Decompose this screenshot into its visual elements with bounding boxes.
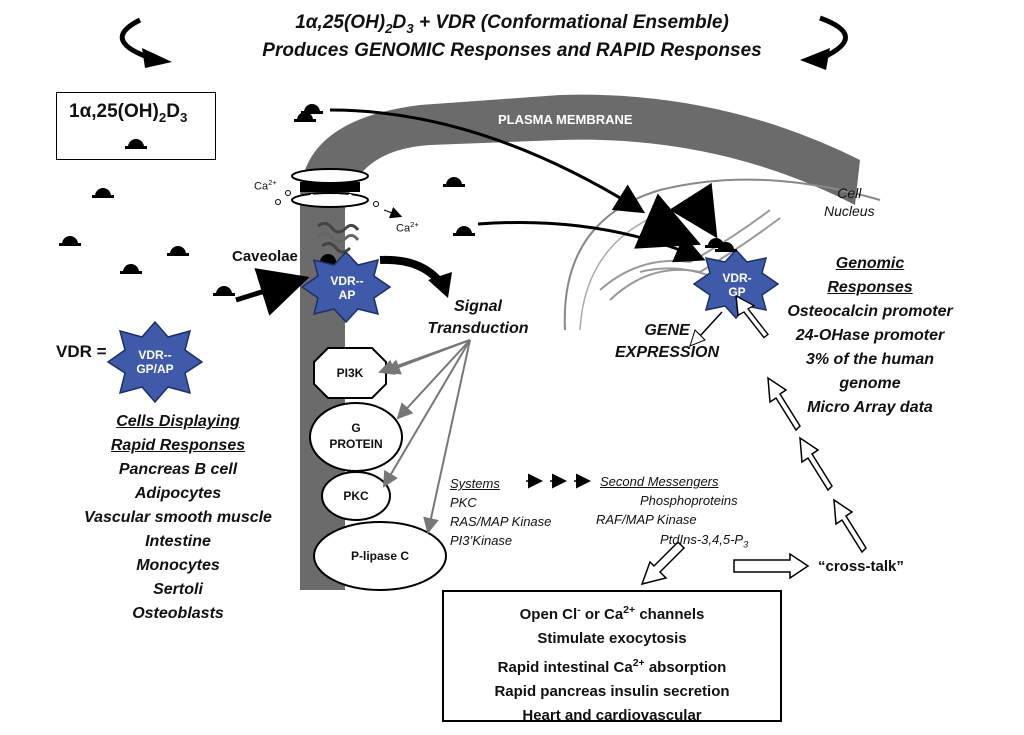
right-rotate-arrow xyxy=(819,15,848,61)
ca-top-label: Ca2+ xyxy=(254,178,277,193)
caveolae-label: Caveolae xyxy=(232,248,298,265)
pkc-ellipse xyxy=(321,471,391,521)
ligand-icon xyxy=(213,286,235,296)
title-line2: Produces GENOMIC Responses and RAPID Res… xyxy=(262,40,762,61)
cross-talk-right-arrow xyxy=(733,552,810,580)
ligand-legend-icon xyxy=(125,139,147,149)
ligand-icon xyxy=(167,246,189,256)
p-lipase-c-ellipse xyxy=(313,521,447,591)
ligand-icon xyxy=(453,226,475,236)
ligand-legend-box: 1α,25(OH)2D3 xyxy=(56,92,216,160)
list-item: Osteoblasts xyxy=(132,605,224,622)
vdr-gp-star xyxy=(692,248,780,320)
title-line1: 1α,25(OH)2D3 + VDR (Conformational Ensem… xyxy=(295,12,729,36)
signal-arrows xyxy=(378,339,471,534)
plasma-membrane-label: PLASMA MEMBRANE xyxy=(498,112,633,127)
plasma-membrane xyxy=(300,94,860,591)
list-item: Osteocalcin promoter xyxy=(787,303,953,320)
ca-right-label: Ca2+ xyxy=(396,220,419,235)
ligand-icon xyxy=(443,177,465,187)
list-item: Adipocytes xyxy=(134,485,222,502)
second-messenger-item: RAF/MAP Kinase xyxy=(596,512,697,527)
p-lipase-c-label: P-lipase C xyxy=(350,549,410,563)
list-item: genome xyxy=(839,375,901,392)
vdr-gpap-label: VDR--GP/AP xyxy=(136,348,174,376)
pkc-label: PKC xyxy=(343,489,369,503)
caveolae-structure xyxy=(317,221,360,254)
list-item: Monocytes xyxy=(136,557,220,574)
ligand-legend-label: 1α,25(OH)2D3 xyxy=(69,101,188,125)
left-rotate-arrow xyxy=(119,17,151,61)
to-responses-arrow xyxy=(640,540,686,586)
ligand-icon xyxy=(120,264,142,274)
ligand-icon xyxy=(59,236,81,246)
vdr-equals-label: VDR = xyxy=(56,342,107,361)
list-item: Pancreas B cell xyxy=(118,461,238,478)
pi3k-octagon xyxy=(313,347,387,399)
second-messenger-item: PtdIns-3,4,5-P3 xyxy=(660,532,749,550)
list-item: 24-OHase promoter xyxy=(795,327,945,344)
rapid-responses-text: Open Cl- or Ca2+ channels Stimulate exoc… xyxy=(494,604,730,724)
rapid-response-cells-list: Cells Displaying Rapid Responses Pancrea… xyxy=(68,410,288,626)
list-item: Vascular smooth muscle xyxy=(84,509,272,526)
vdr-gp-label: VDR-GP xyxy=(722,271,752,299)
calcium-channel xyxy=(291,168,369,208)
pi3k-label: PI3K xyxy=(336,366,364,380)
rapid-responses-box: Open Cl- or Ca2+ channels Stimulate exoc… xyxy=(442,590,782,724)
ligand-icon xyxy=(92,188,114,198)
systems-list: Systems PKC RAS/MAP Kinase PI3’Kinase xyxy=(450,476,552,548)
second-messenger-item: Phosphoproteins xyxy=(640,493,738,508)
list-item: 3% of the human xyxy=(805,351,934,368)
list-item: Intestine xyxy=(145,533,211,550)
ligand-to-nucleus-arrow xyxy=(329,108,646,214)
signal-curve-arrow xyxy=(379,255,444,285)
cross-talk-arrows xyxy=(735,294,867,554)
nucleus-envelope xyxy=(563,178,881,331)
vdr-gpap-star xyxy=(106,320,204,404)
ligand-to-caveolae-arrow xyxy=(235,268,310,316)
vdr-ap-star xyxy=(300,250,392,324)
list-item: Sertoli xyxy=(153,581,203,598)
list-item: Micro Array data xyxy=(807,399,933,416)
genomic-responses-list: Genomic Responses Osteocalcin promoter 2… xyxy=(770,252,970,420)
vdr-ap-label: VDR--AP xyxy=(330,274,364,302)
cross-talk-label: “cross-talk” xyxy=(818,558,904,575)
second-messengers-heading: Second Messengers xyxy=(600,474,719,489)
